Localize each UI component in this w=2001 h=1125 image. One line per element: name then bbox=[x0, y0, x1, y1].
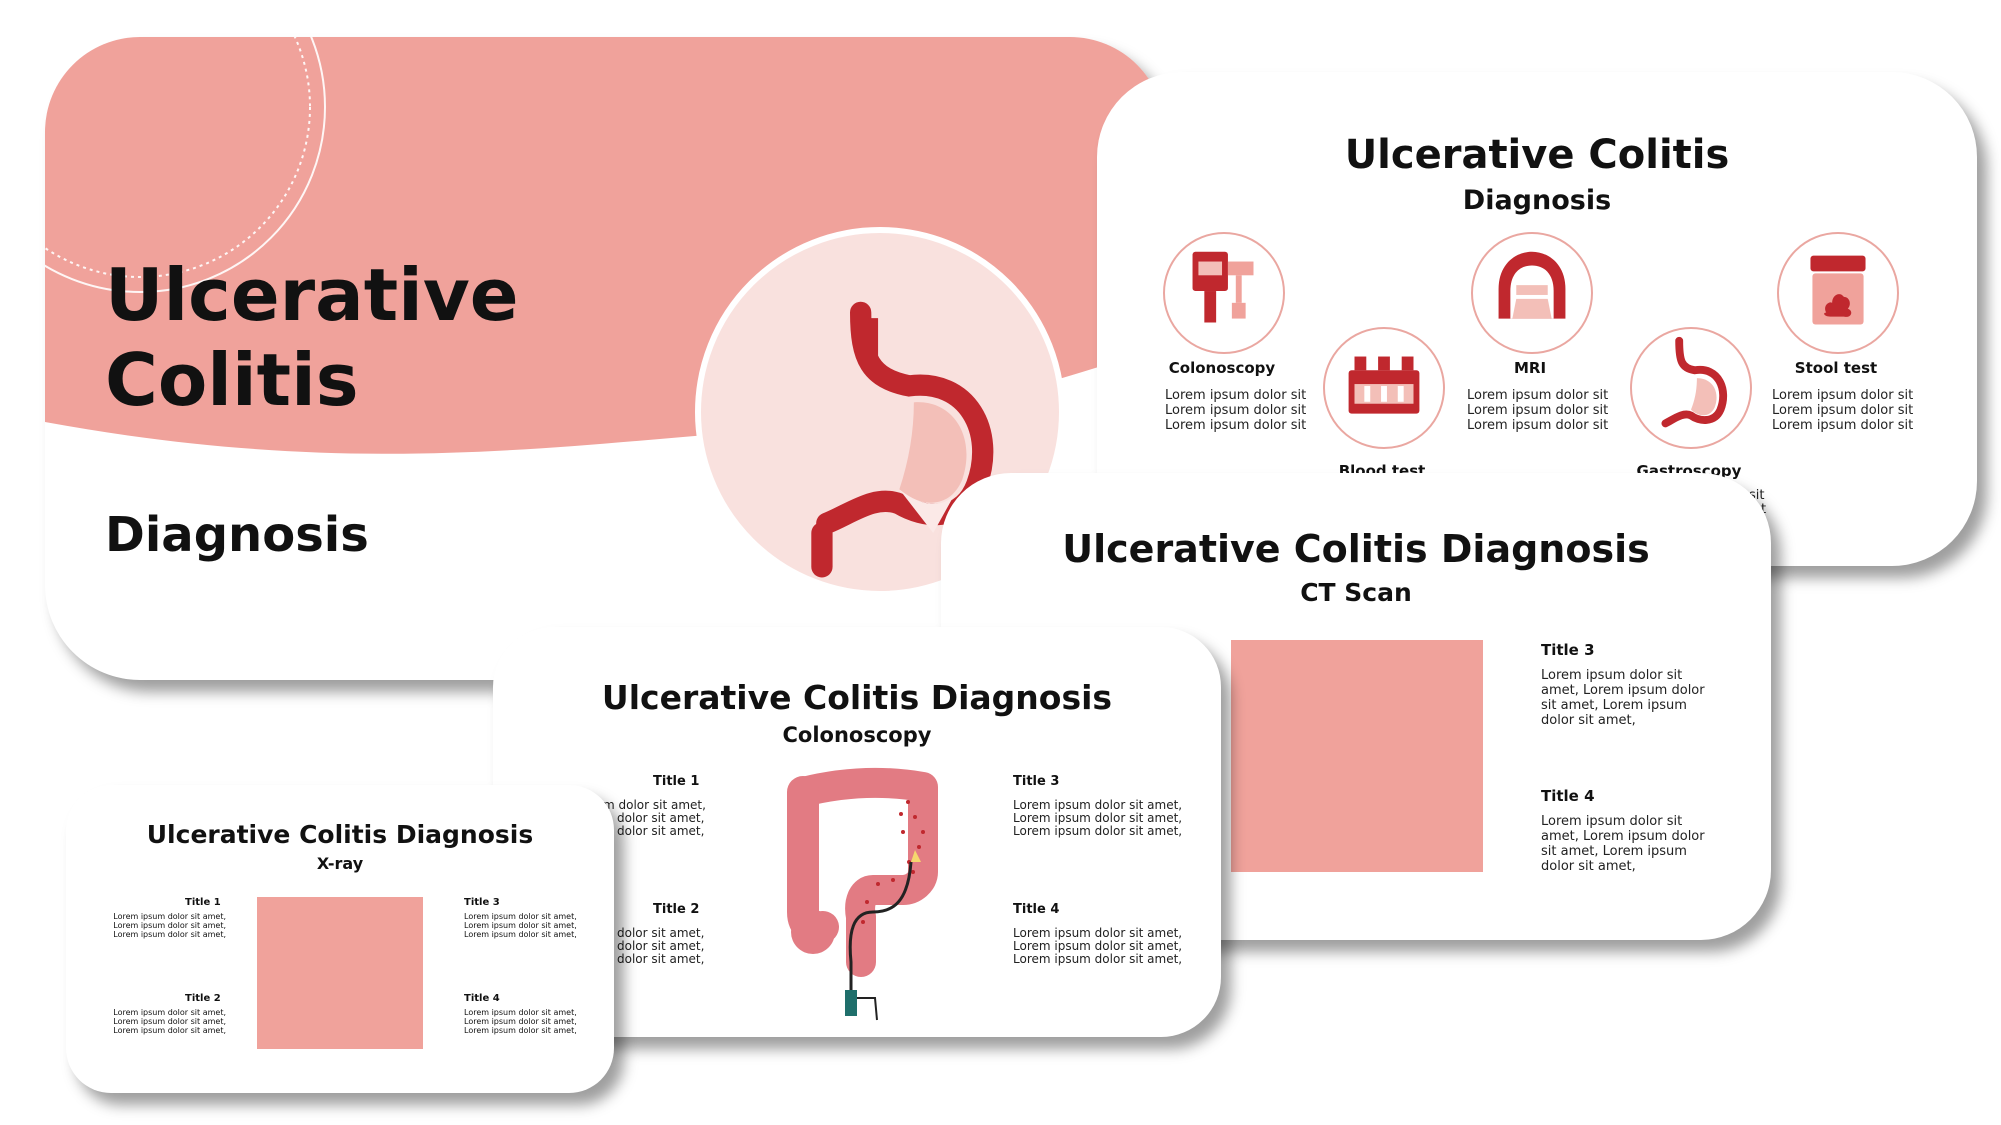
colonoscopy-right-title-4: Title 4 bbox=[1013, 902, 1060, 917]
ct-block-title-4: Title 4 bbox=[1541, 787, 1595, 805]
xray-block-text-4: Lorem ipsum dolor sit amet, Lorem ipsum … bbox=[464, 1008, 577, 1035]
diagnosis-item-label-colonoscopy: Colonoscopy bbox=[1168, 359, 1276, 377]
diagnosis-item-line: t bbox=[1761, 502, 1767, 517]
diagnosis-item-line: Lorem ipsum dolor sit bbox=[1467, 418, 1609, 433]
diagnosis-item-label-mri: MRI bbox=[1513, 359, 1547, 377]
colonoscopy-left-line: dolor sit amet, bbox=[617, 952, 705, 966]
colonoscopy-left-line: dolor sit amet, bbox=[617, 939, 705, 953]
colonoscopy-right-line: Lorem ipsum dolor sit amet, bbox=[1013, 811, 1183, 825]
title-line-1: Ulcerative bbox=[105, 253, 519, 337]
colonoscopy-right-line: Lorem ipsum dolor sit amet, bbox=[1013, 798, 1183, 812]
xray-slide-card[interactable]: Ulcerative Colitis Diagnosis X-ray Title… bbox=[66, 785, 614, 1093]
ct-block-title-3: Title 3 bbox=[1541, 641, 1595, 659]
diagnosis-item-line: Lorem ipsum dolor sit bbox=[1772, 403, 1914, 418]
diagnosis-item-line: Lorem ipsum dolor sit bbox=[1467, 403, 1609, 418]
xray-slide-subtitle: X-ray bbox=[316, 854, 364, 873]
test-tubes-icon bbox=[1323, 327, 1445, 449]
colonoscopy-right-line: Lorem ipsum dolor sit amet, bbox=[1013, 926, 1183, 940]
stomach-icon bbox=[695, 227, 1065, 597]
stomach-icon bbox=[1630, 327, 1752, 449]
colonoscopy-left-line: m dolor sit amet, bbox=[603, 798, 706, 812]
colonoscopy-left-line: dolor sit amet, bbox=[617, 926, 705, 940]
colonoscope-icon bbox=[1163, 232, 1285, 354]
diagnosis-item-line: Lorem ipsum dolor sit bbox=[1772, 418, 1914, 433]
diagnosis-item-line: Lorem ipsum dolor sit bbox=[1165, 403, 1307, 418]
ct-block-text-3: Lorem ipsum dolor sit amet, Lorem ipsum … bbox=[1541, 668, 1705, 728]
xray-block-text-2: Lorem ipsum dolor sit amet, Lorem ipsum … bbox=[113, 1008, 226, 1035]
diagnosis-slide-subtitle: Diagnosis bbox=[1462, 185, 1612, 216]
colonoscopy-right-line: Lorem ipsum dolor sit amet, bbox=[1013, 952, 1183, 966]
title-line-2: Colitis bbox=[105, 338, 359, 422]
xray-image-placeholder bbox=[257, 897, 423, 1049]
colonoscopy-slide-card[interactable]: Ulcerative Colitis Diagnosis Colonoscopy… bbox=[493, 627, 1221, 1037]
title-slide-subtitle: Diagnosis bbox=[105, 507, 369, 563]
xray-block-text-1: Lorem ipsum dolor sit amet, Lorem ipsum … bbox=[113, 912, 226, 939]
colonoscopy-right-title-3: Title 3 bbox=[1013, 774, 1060, 789]
xray-block-title-1: Title 1 bbox=[185, 897, 221, 908]
xray-block-title-4: Title 4 bbox=[464, 993, 500, 1004]
ct-slide-title: Ulcerative Colitis Diagnosis bbox=[1062, 527, 1650, 571]
colonoscopy-left-title-1: Title 1 bbox=[653, 774, 700, 789]
colonoscopy-right-line: Lorem ipsum dolor sit amet, bbox=[1013, 939, 1183, 953]
mri-scanner-icon bbox=[1471, 232, 1593, 354]
stool-container-icon bbox=[1777, 232, 1899, 354]
xray-slide-title: Ulcerative Colitis Diagnosis bbox=[146, 820, 534, 849]
ct-slide-subtitle: CT Scan bbox=[1300, 578, 1412, 607]
diagnosis-item-label-stool-test: Stool test bbox=[1794, 359, 1878, 377]
xray-block-text-3: Lorem ipsum dolor sit amet, Lorem ipsum … bbox=[464, 912, 577, 939]
diagnosis-slide-title: Ulcerative Colitis bbox=[1344, 132, 1730, 178]
colonoscopy-right-line: Lorem ipsum dolor sit amet, bbox=[1013, 824, 1183, 838]
colonoscopy-left-line: dolor sit amet, bbox=[617, 824, 705, 838]
colonoscopy-slide-subtitle: Colonoscopy bbox=[782, 723, 932, 747]
colon-icon bbox=[787, 767, 938, 1021]
diagnosis-item-line: Lorem ipsum dolor sit bbox=[1467, 388, 1609, 403]
title-slide-card[interactable]: Ulcerative Colitis Diagnosis bbox=[45, 37, 1165, 680]
diagnosis-item-line: Lorem ipsum dolor sit bbox=[1165, 418, 1307, 433]
ct-image-placeholder bbox=[1231, 640, 1483, 872]
ct-block-text-4: Lorem ipsum dolor sit amet, Lorem ipsum … bbox=[1541, 814, 1705, 874]
colonoscopy-left-title-2: Title 2 bbox=[653, 902, 700, 917]
colonoscopy-slide-title: Ulcerative Colitis Diagnosis bbox=[601, 678, 1113, 717]
xray-block-title-3: Title 3 bbox=[464, 897, 500, 908]
diagnosis-item-line: Lorem ipsum dolor sit bbox=[1165, 388, 1307, 403]
diagnosis-item-line: Lorem ipsum dolor sit bbox=[1772, 388, 1914, 403]
colonoscopy-left-line: dolor sit amet, bbox=[617, 811, 705, 825]
xray-block-title-2: Title 2 bbox=[185, 993, 221, 1004]
